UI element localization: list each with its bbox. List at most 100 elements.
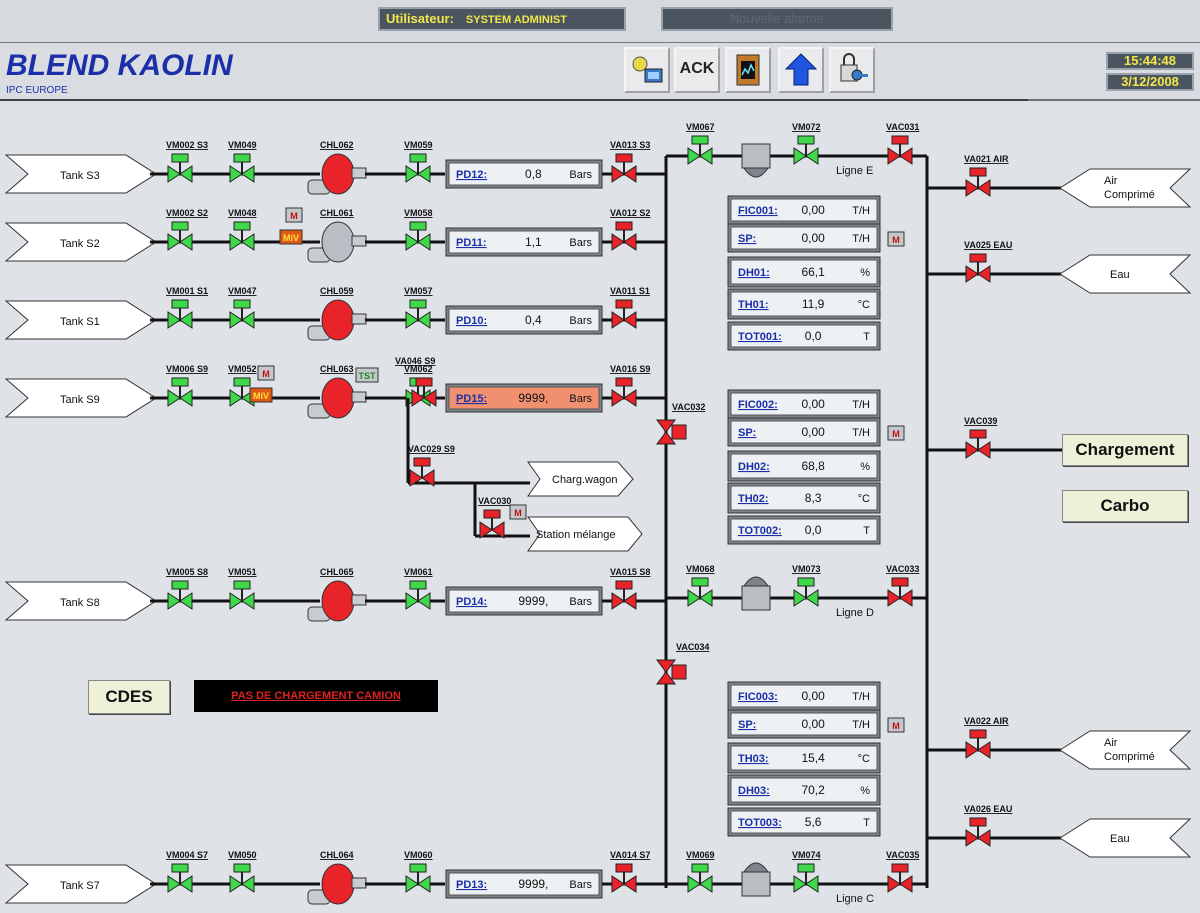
station-melange-target[interactable]: Station mélange	[527, 516, 643, 552]
line-outlet-valve[interactable]: VM073	[792, 564, 821, 607]
ack-button[interactable]: ACK	[674, 47, 720, 93]
measure-box[interactable]: TH02:8,3°C	[727, 482, 881, 514]
auto-valve[interactable]: VA016 S9	[610, 364, 650, 407]
output-valve[interactable]: VAC039	[964, 416, 997, 459]
manual-valve[interactable]: VM051	[228, 567, 257, 610]
line-vac-valve[interactable]: VAC035	[886, 850, 919, 893]
manual-valve[interactable]: VM047	[228, 286, 257, 329]
up-button[interactable]	[778, 47, 824, 93]
auto-valve[interactable]: VA011 S1	[610, 286, 650, 329]
measure-box[interactable]: DH01:66,1%	[727, 256, 881, 288]
mode-badge[interactable]: M	[887, 717, 905, 733]
pump[interactable]: CHL059	[307, 286, 367, 341]
auto-valve[interactable]: VA015 S8	[610, 567, 650, 610]
tank-tank-s9[interactable]: Tank S9	[4, 378, 157, 418]
pump[interactable]: CHL064	[307, 850, 367, 905]
pump[interactable]: CHL065	[307, 567, 367, 622]
tank-tank-s2[interactable]: Tank S2	[4, 222, 157, 262]
charg-wagon-target[interactable]: Charg.wagon	[527, 461, 634, 497]
auto-valve[interactable]	[411, 377, 437, 407]
manual-valve[interactable]: VM060	[404, 850, 433, 893]
output-valve[interactable]: VA022 AIR	[964, 716, 1009, 759]
auto-valve[interactable]: VAC030	[478, 496, 511, 539]
auto-valve[interactable]: VAC029 S9	[408, 444, 455, 487]
manual-valve[interactable]: VM050	[228, 850, 257, 893]
pump[interactable]: CHL063	[307, 364, 367, 419]
manual-valve[interactable]: VM004 S7	[166, 850, 208, 893]
pump[interactable]: CHL062	[307, 140, 367, 195]
carbo-button[interactable]: Carbo	[1062, 490, 1188, 522]
line-vac-valve[interactable]: VAC033	[886, 564, 919, 607]
pump[interactable]: CHL061	[307, 208, 367, 263]
output-valve[interactable]: VA026 EAU	[964, 804, 1012, 847]
manual-valve[interactable]: VM002 S2	[166, 208, 208, 251]
tank-tank-s7[interactable]: Tank S7	[4, 864, 157, 904]
mode-badge[interactable]: M	[887, 231, 905, 247]
miv-badge[interactable]: MiV	[249, 387, 273, 403]
manual-valve[interactable]: VM001 S1	[166, 286, 208, 329]
line-outlet-valve[interactable]: VM074	[792, 850, 821, 893]
security-button[interactable]	[829, 47, 875, 93]
auto-valve[interactable]: VA014 S7	[610, 850, 650, 893]
manual-valve[interactable]: VM049	[228, 140, 257, 183]
line-vac-valve[interactable]: VAC031	[886, 122, 919, 165]
manual-valve[interactable]: VM057	[404, 286, 433, 329]
measure-box[interactable]: TH01:11,9°C	[727, 288, 881, 320]
vac032-valve[interactable]	[656, 419, 687, 445]
tank-tank-s3[interactable]: Tank S3	[4, 154, 157, 194]
line-inlet-valve[interactable]: VM067	[686, 122, 715, 165]
mode-badge[interactable]: M	[509, 504, 527, 520]
login-button[interactable]	[624, 47, 670, 93]
manual-valve[interactable]: VM006 S9	[166, 364, 208, 407]
mode-badge[interactable]: M	[887, 425, 905, 441]
line-inlet-valve[interactable]: VM069	[686, 850, 715, 893]
valve-body-right	[899, 875, 913, 893]
measure-box[interactable]: DH02:68,8%	[727, 450, 881, 482]
output-valve[interactable]: VA025 EAU	[964, 240, 1012, 283]
manual-valve[interactable]: VM061	[404, 567, 433, 610]
manual-valve[interactable]: VM005 S8	[166, 567, 208, 610]
pressure-box[interactable]: PD13:9999,Bars	[445, 869, 603, 899]
tank-tank-s1[interactable]: Tank S1	[4, 300, 157, 340]
measure-box[interactable]: TH03:15,4°C	[727, 742, 881, 774]
auto-valve[interactable]: VA012 S2	[610, 208, 650, 251]
line-outlet-valve[interactable]: VM072	[792, 122, 821, 165]
output-valve[interactable]: VA021 AIR	[964, 154, 1009, 197]
trend-button[interactable]	[725, 47, 771, 93]
manual-valve[interactable]: VM058	[404, 208, 433, 251]
pump-outlet	[351, 167, 367, 179]
miv-badge[interactable]: MiV	[279, 229, 303, 245]
mode-badge[interactable]: M	[285, 207, 303, 223]
line-inlet-valve[interactable]: VM068	[686, 564, 715, 607]
mode-badge[interactable]: M	[257, 365, 275, 381]
manual-valve[interactable]: VM059	[404, 140, 433, 183]
auto-valve[interactable]: VA013 S3	[610, 140, 650, 183]
tank-tank-s8[interactable]: Tank S8	[4, 581, 157, 621]
pressure-box[interactable]: PD14:9999,Bars	[445, 586, 603, 616]
manual-valve[interactable]: VM002 S3	[166, 140, 208, 183]
vac034-valve[interactable]	[656, 659, 687, 685]
measure-box[interactable]: DH03:70,2%	[727, 774, 881, 806]
chargement-button[interactable]: Chargement	[1062, 434, 1188, 466]
output-eau[interactable]: Eau	[1059, 254, 1192, 294]
pressure-box[interactable]: PD15:9999,Bars	[445, 383, 603, 413]
new-alarm-box[interactable]: Nouvelle alarme	[661, 7, 893, 31]
output-eau[interactable]: Eau	[1059, 818, 1192, 858]
tst-badge[interactable]: TST	[355, 367, 379, 383]
manual-valve[interactable]: VM048	[228, 208, 257, 251]
cdes-button[interactable]: CDES	[88, 680, 170, 714]
